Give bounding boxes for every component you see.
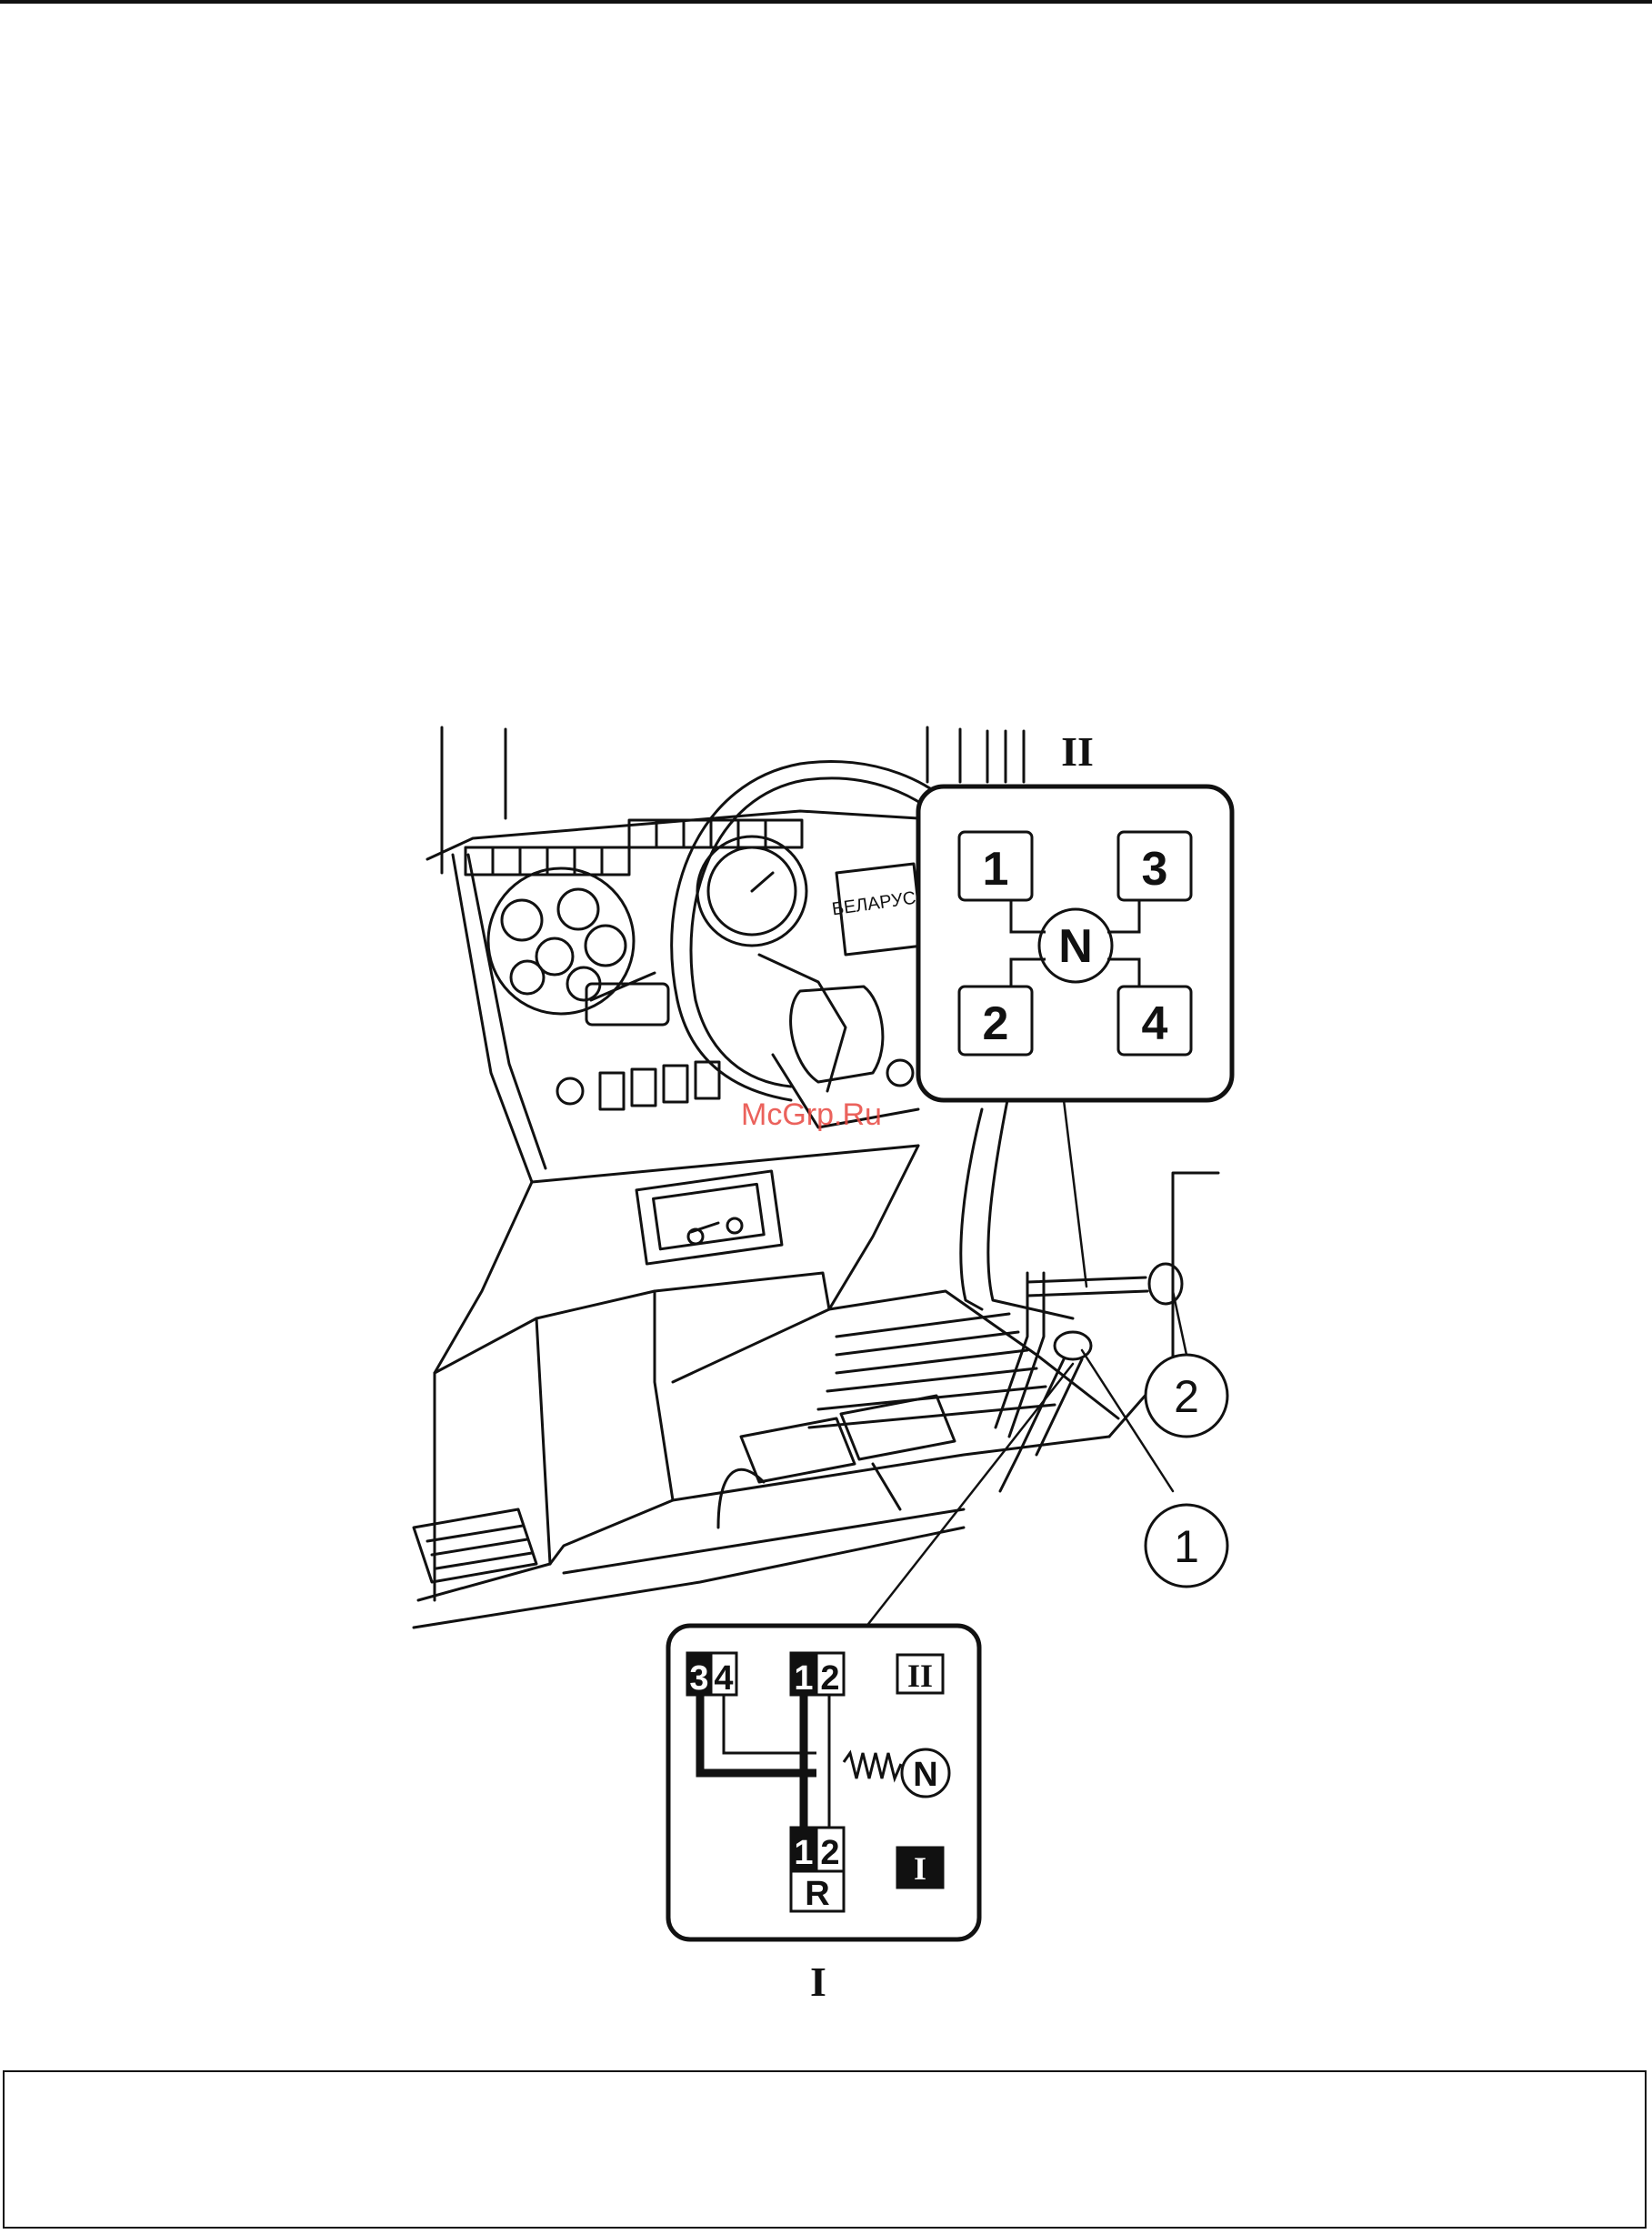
cab-floor xyxy=(412,1144,1220,1629)
gear-label-1: 1 xyxy=(983,843,1009,896)
gear-label-4: 4 xyxy=(1142,997,1168,1050)
watermark: McGrp.Ru xyxy=(741,1097,882,1132)
gear-label-2: 2 xyxy=(983,997,1009,1050)
gear-label-neutral: N xyxy=(1058,920,1093,973)
gear-box-4 xyxy=(1116,985,1193,1057)
range-label-1-top: 1 xyxy=(794,1659,813,1698)
range-label-1-bottom: 1 xyxy=(794,1834,813,1872)
gear-levers xyxy=(994,1262,1184,1493)
view-label-bottom: I xyxy=(810,1959,826,2005)
gear-box-3 xyxy=(1116,830,1193,902)
range-label-2-bottom: 2 xyxy=(820,1834,839,1872)
range-pattern-panel xyxy=(666,1623,982,1942)
range-label-low: I xyxy=(914,1850,926,1887)
footer-frame xyxy=(3,2070,1647,2229)
steering-logo: БЕЛАРУС xyxy=(831,888,917,920)
callout-2-label: 2 xyxy=(1174,1371,1199,1422)
range-label-reverse: R xyxy=(805,1875,829,1913)
leader-lines xyxy=(860,1098,1188,1634)
range-label-3: 3 xyxy=(689,1659,708,1698)
cab-pillars xyxy=(440,726,1075,1320)
callout-2-circle xyxy=(1144,1353,1229,1438)
range-label-4: 4 xyxy=(714,1659,733,1698)
range-label-high: II xyxy=(907,1658,933,1694)
pedals xyxy=(412,1394,956,1584)
callout-1-label: 1 xyxy=(1174,1521,1199,1572)
gear-box-2 xyxy=(957,985,1034,1057)
view-label-top: II xyxy=(1061,728,1094,775)
gear-box-1 xyxy=(957,830,1034,902)
callout-1-circle xyxy=(1144,1503,1229,1588)
top-rule xyxy=(0,0,1652,4)
range-label-neutral: N xyxy=(913,1756,937,1794)
steering-wheel xyxy=(585,759,966,1129)
gear-pattern-panel xyxy=(916,784,1235,1103)
gear-label-3: 3 xyxy=(1142,843,1168,896)
range-label-2-top: 2 xyxy=(820,1659,839,1698)
